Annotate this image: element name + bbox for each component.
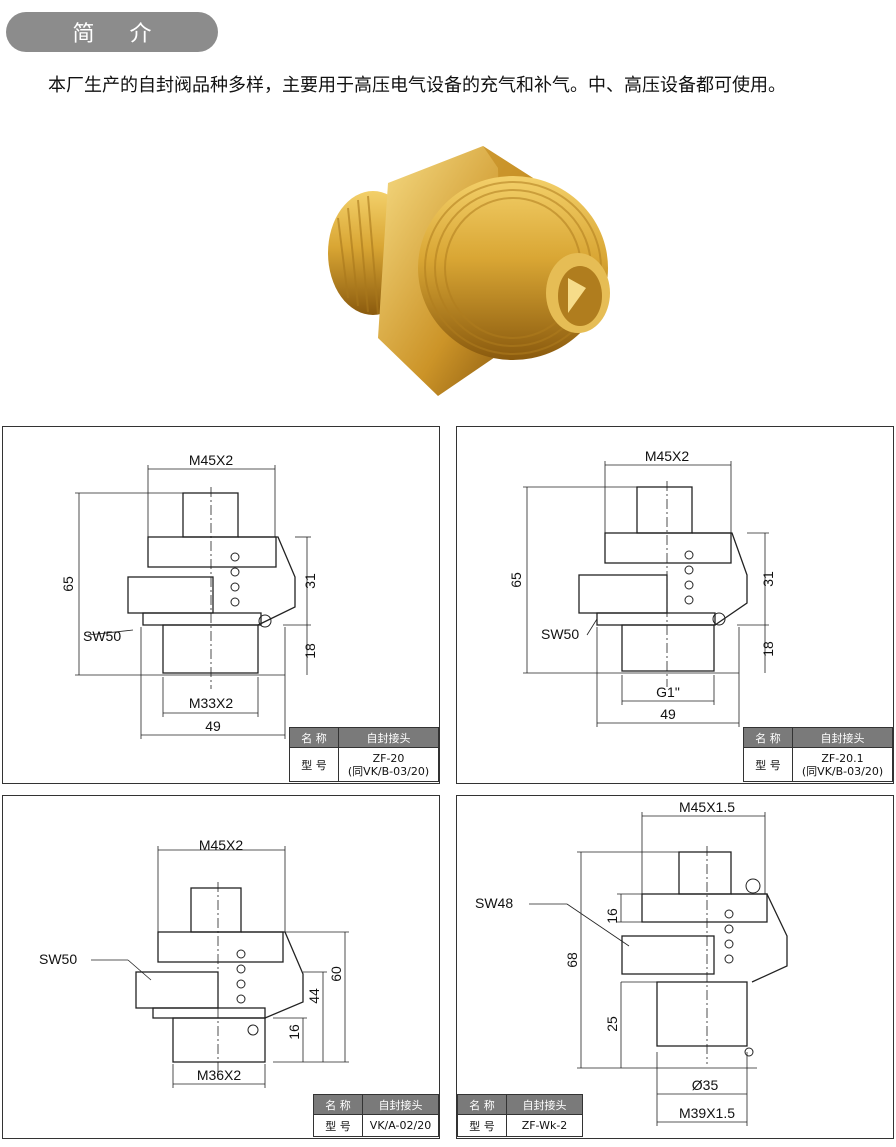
- drawing-2-svg: M45X2 65 31 SW50 18 G1" 49: [508, 448, 776, 727]
- dim-label: SW50: [83, 628, 121, 644]
- dim-label: SW48: [475, 895, 513, 911]
- model-label: 型 号: [743, 747, 793, 782]
- dim-label: 16: [604, 908, 620, 924]
- dim-label: 65: [508, 572, 524, 588]
- dim-label: SW50: [39, 951, 77, 967]
- dim-label: Ø35: [692, 1077, 719, 1093]
- drawing-panel-1: M45X2 65 31 SW50 18 M33X2 49 名 称 自封接头 型 …: [2, 426, 440, 784]
- brass-valve-photo: [318, 138, 618, 403]
- name-value: 自封接头: [506, 1094, 583, 1115]
- model-label: 型 号: [457, 1114, 507, 1137]
- dim-label: 18: [302, 643, 318, 659]
- spec-table: 名 称 自封接头 型 号 VK/A-02/20: [313, 1094, 439, 1137]
- dim-label: 31: [302, 573, 318, 589]
- section-header: 简 介: [6, 12, 218, 52]
- spec-table: 名 称 自封接头 型 号 ZF-20(同VK/B-03/20): [289, 727, 439, 782]
- dim-label: 49: [660, 706, 676, 722]
- model-label: 型 号: [313, 1114, 363, 1137]
- name-label: 名 称: [457, 1094, 507, 1115]
- dim-label: M36X2: [197, 1067, 242, 1083]
- model-value: VK/A-02/20: [362, 1114, 439, 1137]
- dim-label: 68: [564, 952, 580, 968]
- spec-table: 名 称 自封接头 型 号 ZF-20.1(同VK/B-03/20): [743, 727, 893, 782]
- intro-paragraph: 本厂生产的自封阀品种多样，主要用于高压电气设备的充气和补气。中、高压设备都可使用…: [48, 75, 786, 96]
- dim-label: 65: [60, 576, 76, 592]
- name-value: 自封接头: [792, 727, 893, 748]
- name-value: 自封接头: [338, 727, 439, 748]
- spec-table: 名 称 自封接头 型 号 ZF-Wk-2: [457, 1094, 583, 1137]
- drawing-3-svg: M45X2 SW50 60 44 16 M36X2: [39, 837, 349, 1088]
- dim-label: 60: [328, 966, 344, 982]
- dim-label: M39X1.5: [679, 1105, 735, 1121]
- dim-label: 18: [760, 641, 776, 657]
- name-value: 自封接头: [362, 1094, 439, 1115]
- name-label: 名 称: [289, 727, 339, 748]
- dim-label: 16: [286, 1024, 302, 1040]
- dim-label: 25: [604, 1016, 620, 1032]
- drawing-1-svg: M45X2 65 31 SW50 18 M33X2 49: [60, 452, 318, 739]
- drawing-panel-4: M45X1.5 SW48 16 68 25 Ø35 M39X1.5 名 称 自封…: [456, 795, 894, 1139]
- model-label: 型 号: [289, 747, 339, 782]
- model-value: ZF-Wk-2: [506, 1114, 583, 1137]
- dim-label: M45X1.5: [679, 799, 735, 815]
- drawing-panel-3: M45X2 SW50 60 44 16 M36X2 名 称 自封接头 型 号 V…: [2, 795, 440, 1139]
- model-value: ZF-20.1: [821, 751, 864, 765]
- dim-label: M45X2: [189, 452, 234, 468]
- dim-label: 31: [760, 571, 776, 587]
- dim-label: SW50: [541, 626, 579, 642]
- dim-label: G1": [656, 684, 680, 700]
- dim-label: 49: [205, 718, 221, 734]
- dim-label: M45X2: [199, 837, 244, 853]
- drawing-panel-2: M45X2 65 31 SW50 18 G1" 49 名 称 自封接头 型 号 …: [456, 426, 894, 784]
- drawing-4-svg: M45X1.5 SW48 16 68 25 Ø35 M39X1.5: [475, 799, 788, 1126]
- dim-label: M33X2: [189, 695, 234, 711]
- section-title: 简 介: [72, 22, 166, 47]
- model-note: (同VK/B-03/20): [347, 764, 430, 778]
- dim-label: 44: [306, 988, 322, 1004]
- name-label: 名 称: [313, 1094, 363, 1115]
- dim-label: M45X2: [645, 448, 690, 464]
- model-value: ZF-20: [372, 751, 405, 765]
- model-note: (同VK/B-03/20): [801, 764, 884, 778]
- name-label: 名 称: [743, 727, 793, 748]
